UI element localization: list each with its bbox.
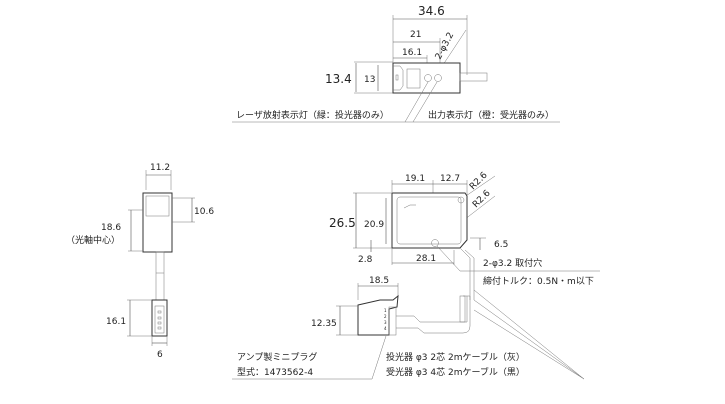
mount-hole-bottom-icon: [431, 239, 439, 247]
dim-radius-top: R2.6: [468, 170, 490, 192]
label-cable-emitter: 投光器 φ3 2芯 2mケーブル（灰）: [386, 351, 525, 363]
dim-plug-length: 18.5: [369, 276, 389, 286]
dim-mount-holes: 2-φ3.2: [434, 31, 457, 62]
dim-height-outer: 13.4: [325, 72, 352, 86]
connector-side: [151, 299, 168, 337]
side-view: 11.2 10.6 18.6 （光軸中心） 16.1 6: [66, 163, 214, 360]
dim-offset: 2.8: [358, 255, 373, 265]
dim-to-output-lamp: 21: [410, 30, 421, 40]
label-plug-line2: 型式：1473562-4: [237, 366, 313, 378]
label-optical-axis: （光軸中心）: [66, 234, 120, 246]
label-torque: 締付トルク：0.5N・m以下: [483, 275, 594, 287]
laser-indicator-icon: [424, 74, 432, 82]
dim-plug-height: 12.35: [311, 319, 337, 329]
sensor-body-front: [391, 192, 468, 249]
cable-side: [155, 251, 165, 301]
sensor-body-side: [142, 192, 173, 253]
dim-height-inner: 13: [364, 75, 375, 85]
dim-connector-width: 6: [157, 350, 163, 360]
cable-top: [459, 72, 488, 82]
label-cable-receiver: 受光器 φ3 4芯 2mケーブル（黒）: [386, 366, 525, 378]
dim-hole-height: 6.5: [494, 240, 508, 250]
pin-label: 3: [384, 320, 387, 325]
dim-right: 12.7: [440, 174, 460, 184]
dim-optical-axis: 18.6: [101, 223, 121, 233]
label-plug-line1: アンプ製ミニプラグ: [237, 351, 317, 363]
dim-width: 11.2: [150, 163, 170, 173]
pin-label: 1: [384, 308, 387, 313]
dim-connector-length: 16.1: [106, 317, 126, 327]
dim-window: 10.6: [194, 207, 214, 217]
dim-left: 19.1: [405, 174, 425, 184]
label-mount-holes: 2-φ3.2 取付穴: [483, 257, 542, 269]
label-output-indicator: 出力表示灯（橙：受光器のみ）: [428, 109, 554, 121]
dim-height-outer-front: 26.5: [329, 216, 356, 230]
dim-to-laser-lamp: 16.1: [402, 48, 422, 58]
dim-hole-spacing: 28.1: [416, 254, 436, 264]
output-indicator-icon: [434, 74, 442, 82]
pin-label: 4: [384, 326, 387, 331]
cable-front: [459, 247, 475, 300]
mount-hole-top-icon: [457, 196, 465, 204]
pin-label: 2: [384, 314, 387, 319]
label-laser-indicator: レーザ放射表示灯（緑：投光器のみ）: [236, 109, 389, 121]
dim-overall-length: 34.6: [418, 4, 445, 18]
mini-plug: [357, 294, 399, 336]
top-view: 34.6 21 16.1 2-φ3.2 13.4 13 レーザ放射表示灯（緑：投…: [232, 4, 560, 123]
front-view: 19.1 12.7 R2.6 R2.6 26.5 20.9 2.8 28.1 6…: [232, 170, 600, 380]
dim-height-inner-front: 20.9: [364, 220, 384, 230]
sensor-body-top: [392, 62, 461, 94]
